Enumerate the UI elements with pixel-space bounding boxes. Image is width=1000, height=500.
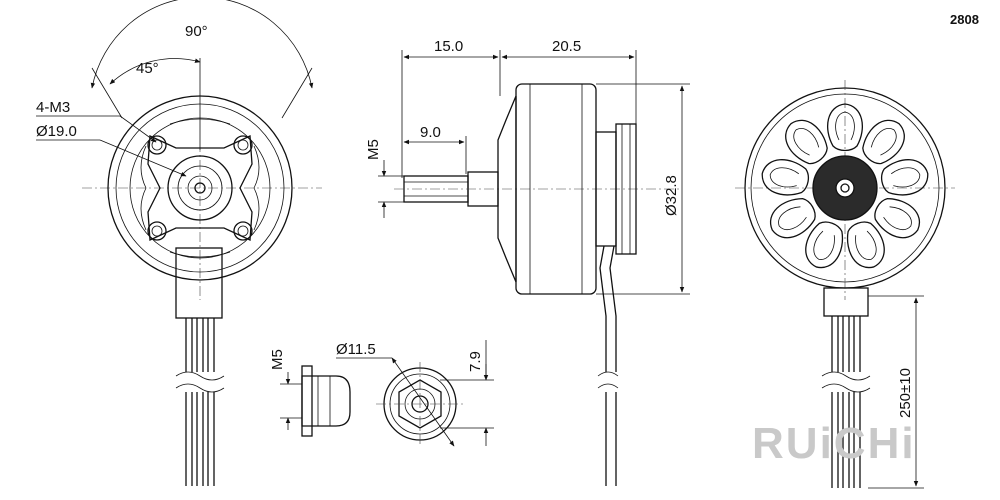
brand-logo-text: RUiCHi	[752, 419, 916, 468]
nut-detail: M5 Ø11.5 7.9	[269, 340, 494, 447]
length-b-label: 20.5	[552, 38, 581, 55]
rear-petal-vent	[769, 197, 816, 239]
lead-length-label: 250±10	[897, 368, 914, 418]
length-a-label: 15.0	[434, 38, 463, 55]
rear-petal-inner	[793, 128, 820, 156]
rear-petal-vent	[827, 103, 863, 152]
holes-label: 4-M3	[36, 99, 70, 116]
rear-view: 250±10	[735, 80, 955, 489]
rear-petal-inner	[769, 167, 800, 188]
rear-petal-inner	[883, 206, 912, 230]
rear-petal-vent	[761, 159, 810, 196]
side-view: 15.0 20.5 9.0 M5	[365, 38, 690, 486]
angle-45-label: 45°	[136, 60, 159, 77]
angle-90-label: 90°	[185, 23, 208, 40]
rear-petal-inner	[870, 128, 897, 156]
rear-petal-vent	[862, 119, 905, 165]
rear-petal-vents	[761, 103, 929, 269]
diameter-label: Ø32.8	[663, 175, 680, 216]
angle-90-arc	[90, 0, 314, 89]
angle-45-arc	[109, 58, 201, 85]
rear-petal-inner	[813, 230, 835, 260]
nut-height-label: 7.9	[467, 351, 484, 372]
nut-diameter-label: Ø11.5	[336, 341, 376, 358]
model-number: 2808	[950, 12, 979, 27]
nut-thread-label: M5	[269, 349, 286, 370]
bolt-circle-label: Ø19.0	[36, 123, 77, 140]
rear-petal-inner	[855, 230, 877, 260]
front-view: 90° 45° 4-M3 Ø19.0	[36, 0, 322, 486]
rear-petal-vent	[785, 119, 828, 165]
rear-petal-inner	[890, 167, 921, 188]
shaft-thread-label: M5	[365, 139, 382, 160]
shaft-length-label: 9.0	[420, 124, 441, 141]
rear-petal-inner	[778, 206, 807, 230]
rear-petal-vent	[880, 159, 929, 196]
rear-petal-vent	[874, 197, 921, 239]
brand-logo: RUiCHi	[752, 419, 916, 468]
rear-petal-inner	[835, 111, 855, 141]
rear-petal-vent	[846, 221, 885, 269]
rear-petal-vent	[805, 221, 844, 269]
